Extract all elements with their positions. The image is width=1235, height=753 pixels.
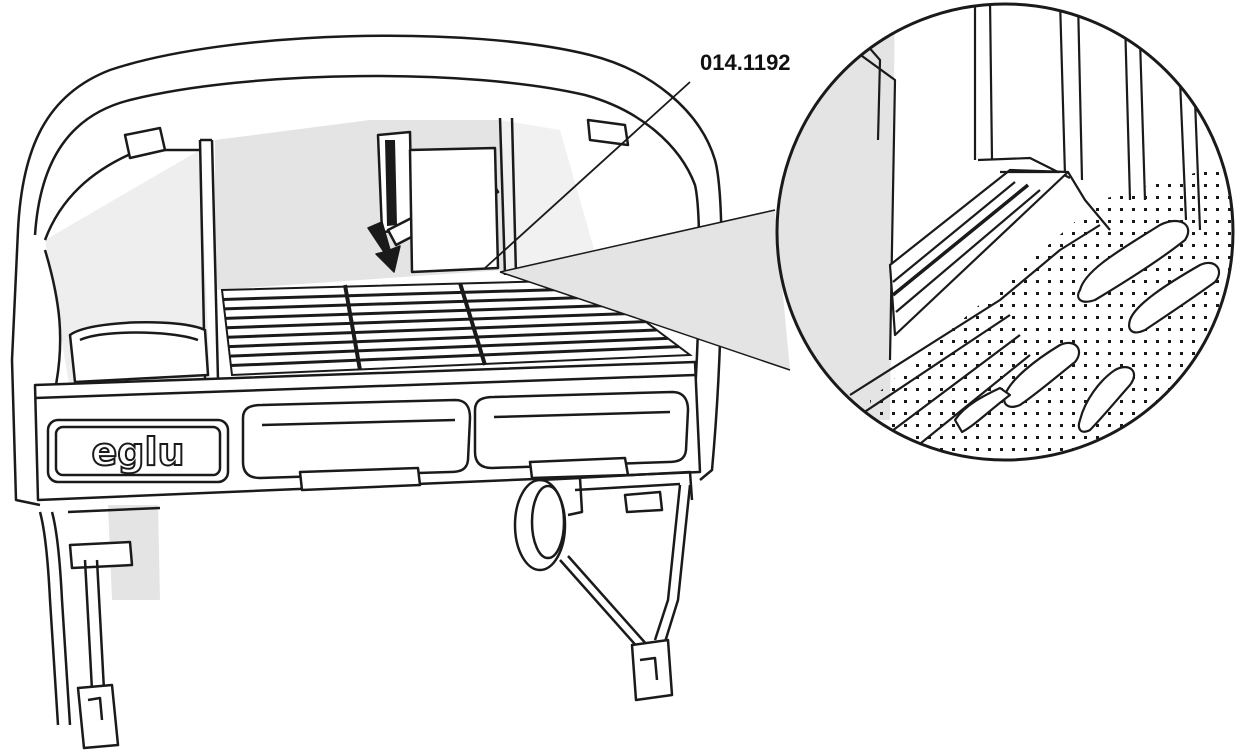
tray-slat	[227, 320, 646, 339]
tray-slat	[229, 336, 668, 358]
leader-line	[484, 81, 691, 269]
tray-slat	[226, 311, 635, 330]
eglu-logo: eglu	[91, 430, 184, 474]
tray-slat	[230, 345, 679, 368]
part-callout: 014.1192	[484, 50, 791, 269]
tray-divider	[343, 284, 362, 371]
droppings-tray-grid	[220, 278, 693, 377]
tray-front-panel	[33, 360, 702, 502]
callout-cone	[499, 209, 791, 371]
pointer-arrow-icon	[367, 221, 401, 273]
magnifier-callout	[775, 2, 1235, 462]
tray-slat	[223, 286, 602, 301]
magnifier-outline	[775, 2, 1235, 462]
coop-stand-legs	[38, 470, 694, 750]
tray-slat	[225, 303, 624, 320]
part-number-label: 014.1192	[700, 50, 791, 75]
tray-slat	[224, 295, 613, 311]
tray-slat	[228, 328, 657, 349]
tray-divider	[458, 282, 487, 366]
